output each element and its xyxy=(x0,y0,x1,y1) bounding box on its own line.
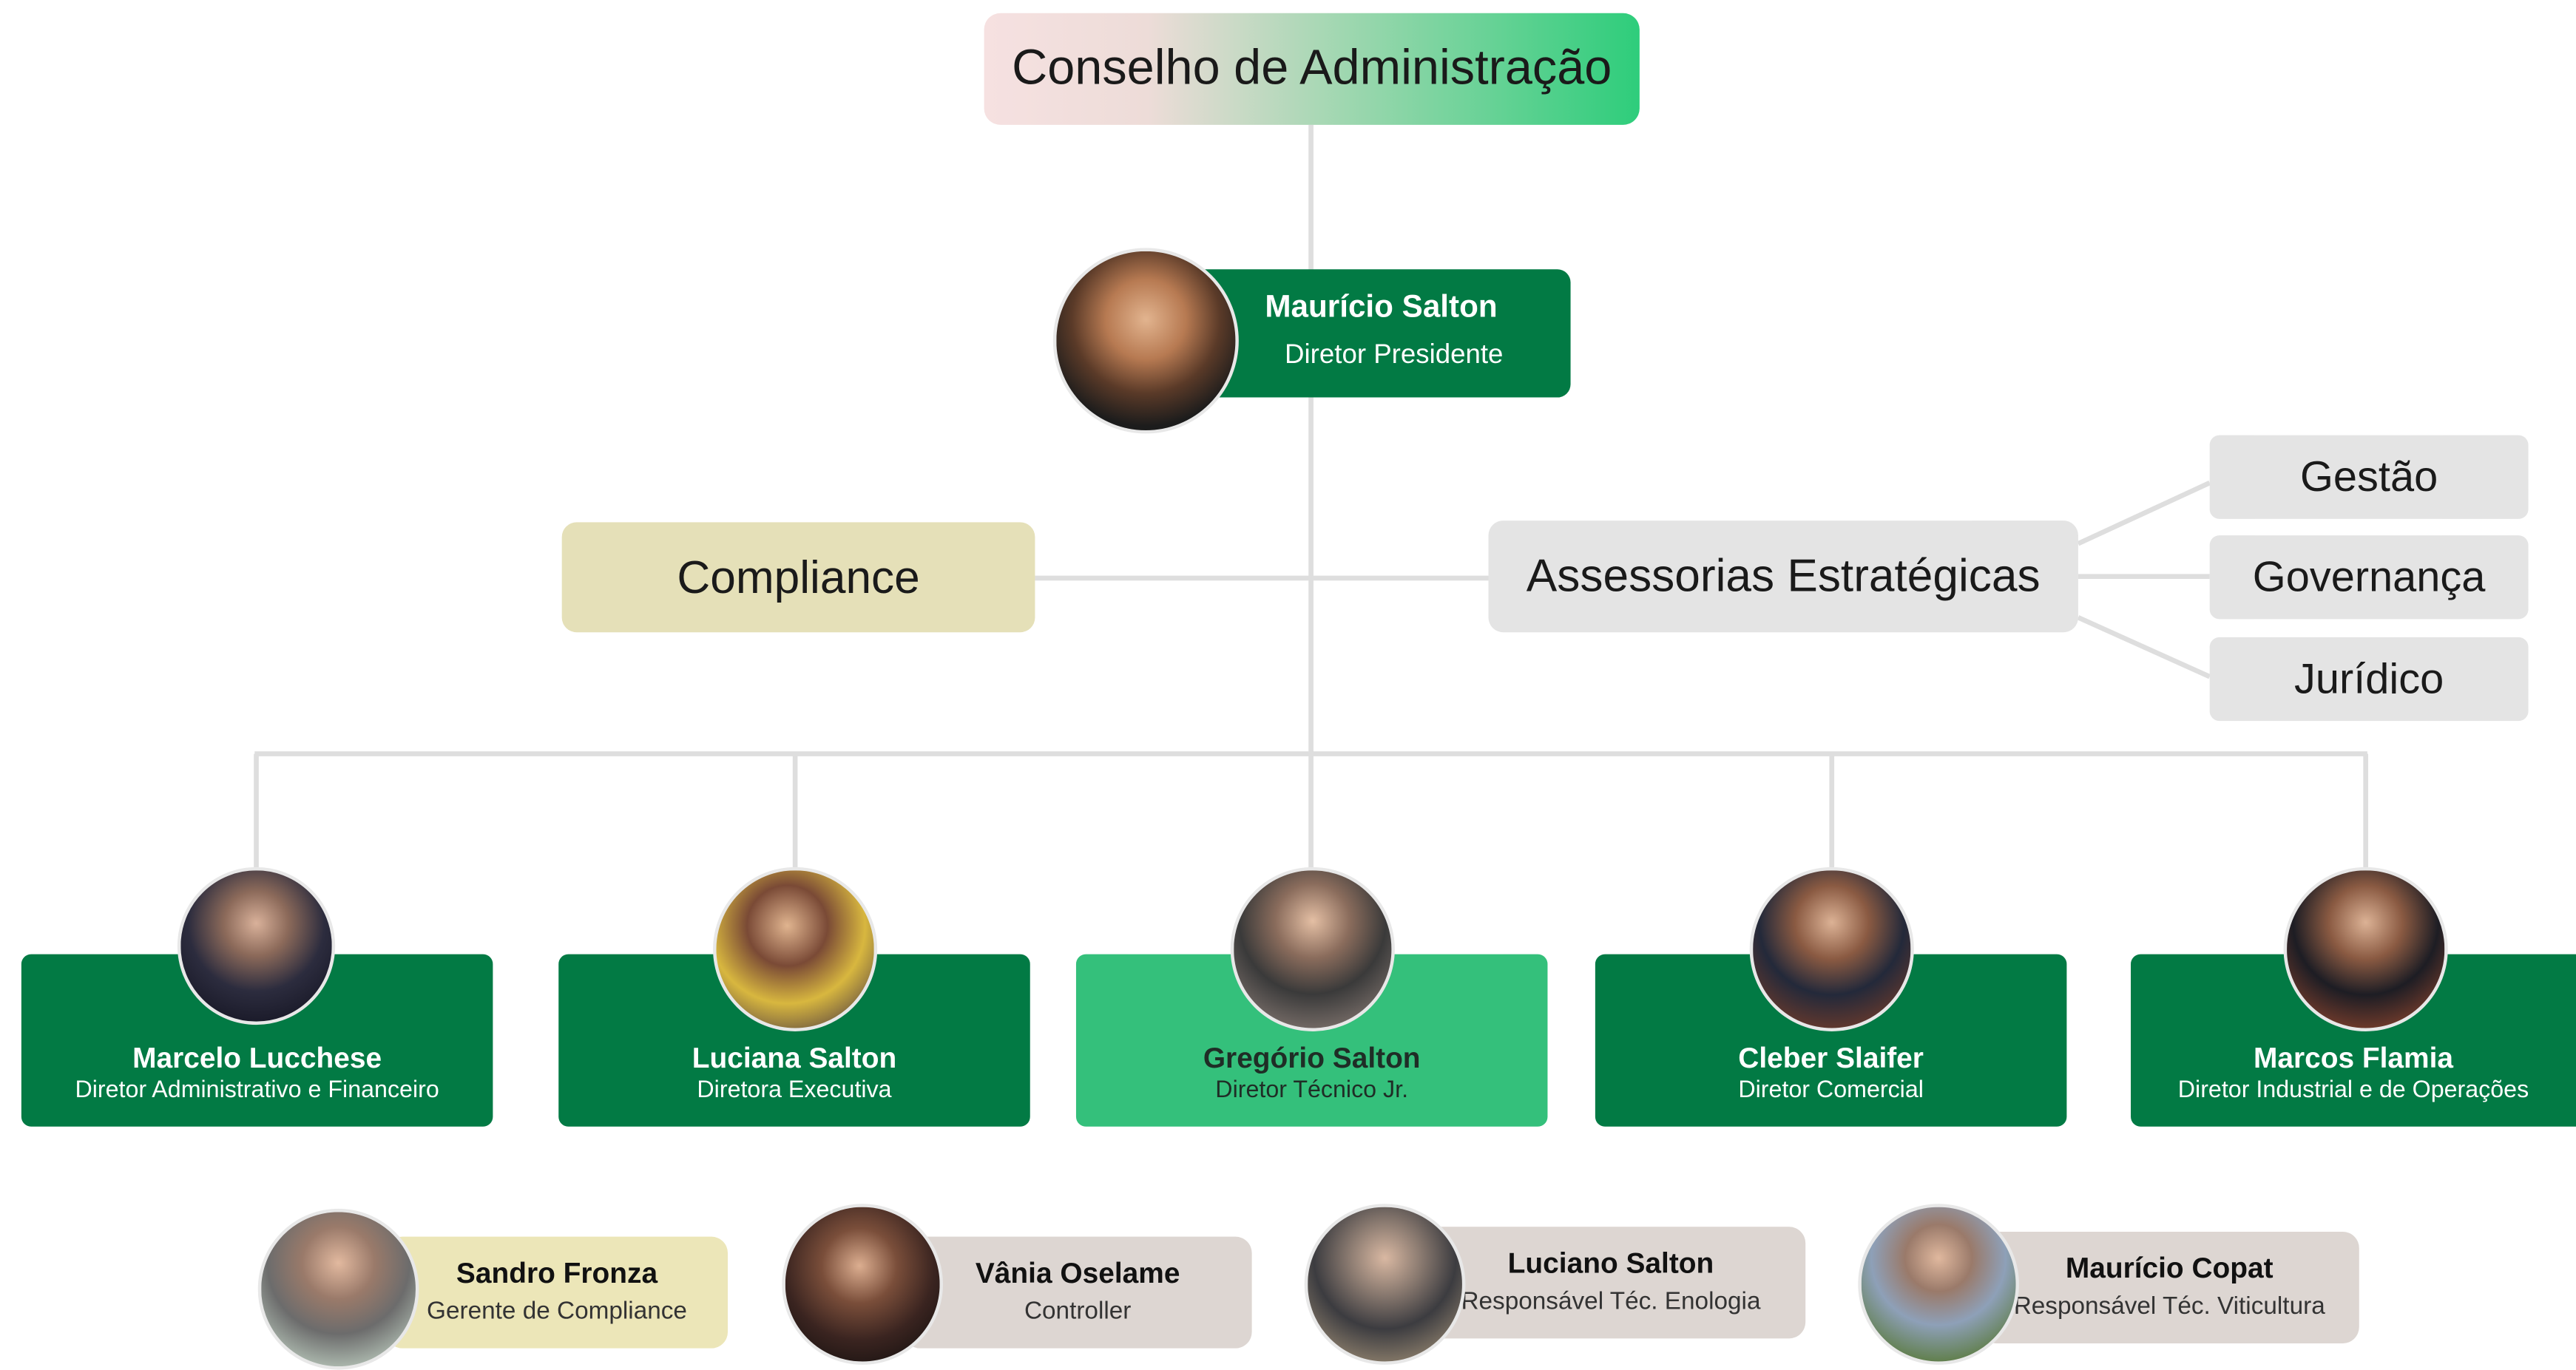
advisory-box: Assessorias Estratégicas xyxy=(1488,520,2078,633)
director-photo xyxy=(713,867,878,1031)
compliance-box: Compliance xyxy=(561,522,1035,633)
director-name: Marcos Flamia xyxy=(2253,1041,2454,1074)
advisory-item-governanca: Governança xyxy=(2209,535,2529,620)
director-title: Diretora Executiva xyxy=(697,1077,892,1104)
director-photo xyxy=(2283,867,2448,1031)
advisory-label: Assessorias Estratégicas xyxy=(1526,550,2041,601)
staff-title: Responsável Téc. Enologia xyxy=(1461,1287,1761,1316)
advisory-item-juridico: Jurídico xyxy=(2209,637,2529,722)
staff-name: Luciano Salton xyxy=(1507,1246,1714,1280)
board-label: Conselho de Administração xyxy=(1012,41,1612,95)
director-photo xyxy=(1230,867,1395,1031)
director-photo xyxy=(177,867,336,1025)
advisory-item-label: Governança xyxy=(2252,552,2486,601)
staff-title: Gerente de Compliance xyxy=(427,1297,687,1326)
staff-card: Sandro Fronza Gerente de Compliance xyxy=(386,1236,728,1349)
staff-photo xyxy=(782,1204,944,1365)
director-photo xyxy=(1749,867,1914,1031)
staff-title: Responsável Téc. Viticultura xyxy=(2013,1292,2325,1320)
staff-name: Vânia Oselame xyxy=(975,1256,1180,1289)
advisory-item-gestao: Gestão xyxy=(2209,435,2529,519)
staff-name: Sandro Fronza xyxy=(456,1256,658,1289)
staff-card: Vânia Oselame Controller xyxy=(903,1236,1252,1349)
staff-name: Maurício Copat xyxy=(2065,1251,2274,1285)
director-name: Cleber Slaifer xyxy=(1738,1041,1924,1074)
director-title: Diretor Técnico Jr. xyxy=(1215,1077,1409,1104)
advisory-item-label: Gestão xyxy=(2299,451,2438,501)
staff-card: Luciano Salton Responsável Téc. Enologia xyxy=(1416,1227,1806,1339)
president-title: Diretor Presidente xyxy=(1285,339,1504,370)
director-title: Diretor Industrial e de Operações xyxy=(2177,1077,2529,1104)
president-name: Maurício Salton xyxy=(1265,291,1498,325)
director-name: Gregório Salton xyxy=(1203,1041,1421,1074)
staff-title: Controller xyxy=(1024,1297,1132,1326)
advisory-item-label: Jurídico xyxy=(2293,654,2444,703)
director-title: Diretor Administrativo e Financeiro xyxy=(75,1077,439,1104)
board-box: Conselho de Administração xyxy=(984,13,1640,125)
director-name: Luciana Salton xyxy=(692,1041,897,1074)
staff-photo xyxy=(257,1208,419,1370)
director-name: Marcelo Lucchese xyxy=(132,1041,382,1074)
compliance-label: Compliance xyxy=(677,551,920,603)
staff-card: Maurício Copat Responsável Téc. Viticult… xyxy=(1979,1231,2359,1344)
president-photo xyxy=(1052,248,1239,434)
director-title: Diretor Comercial xyxy=(1738,1077,1924,1104)
staff-photo xyxy=(1304,1204,1466,1365)
staff-photo xyxy=(1858,1204,2019,1365)
